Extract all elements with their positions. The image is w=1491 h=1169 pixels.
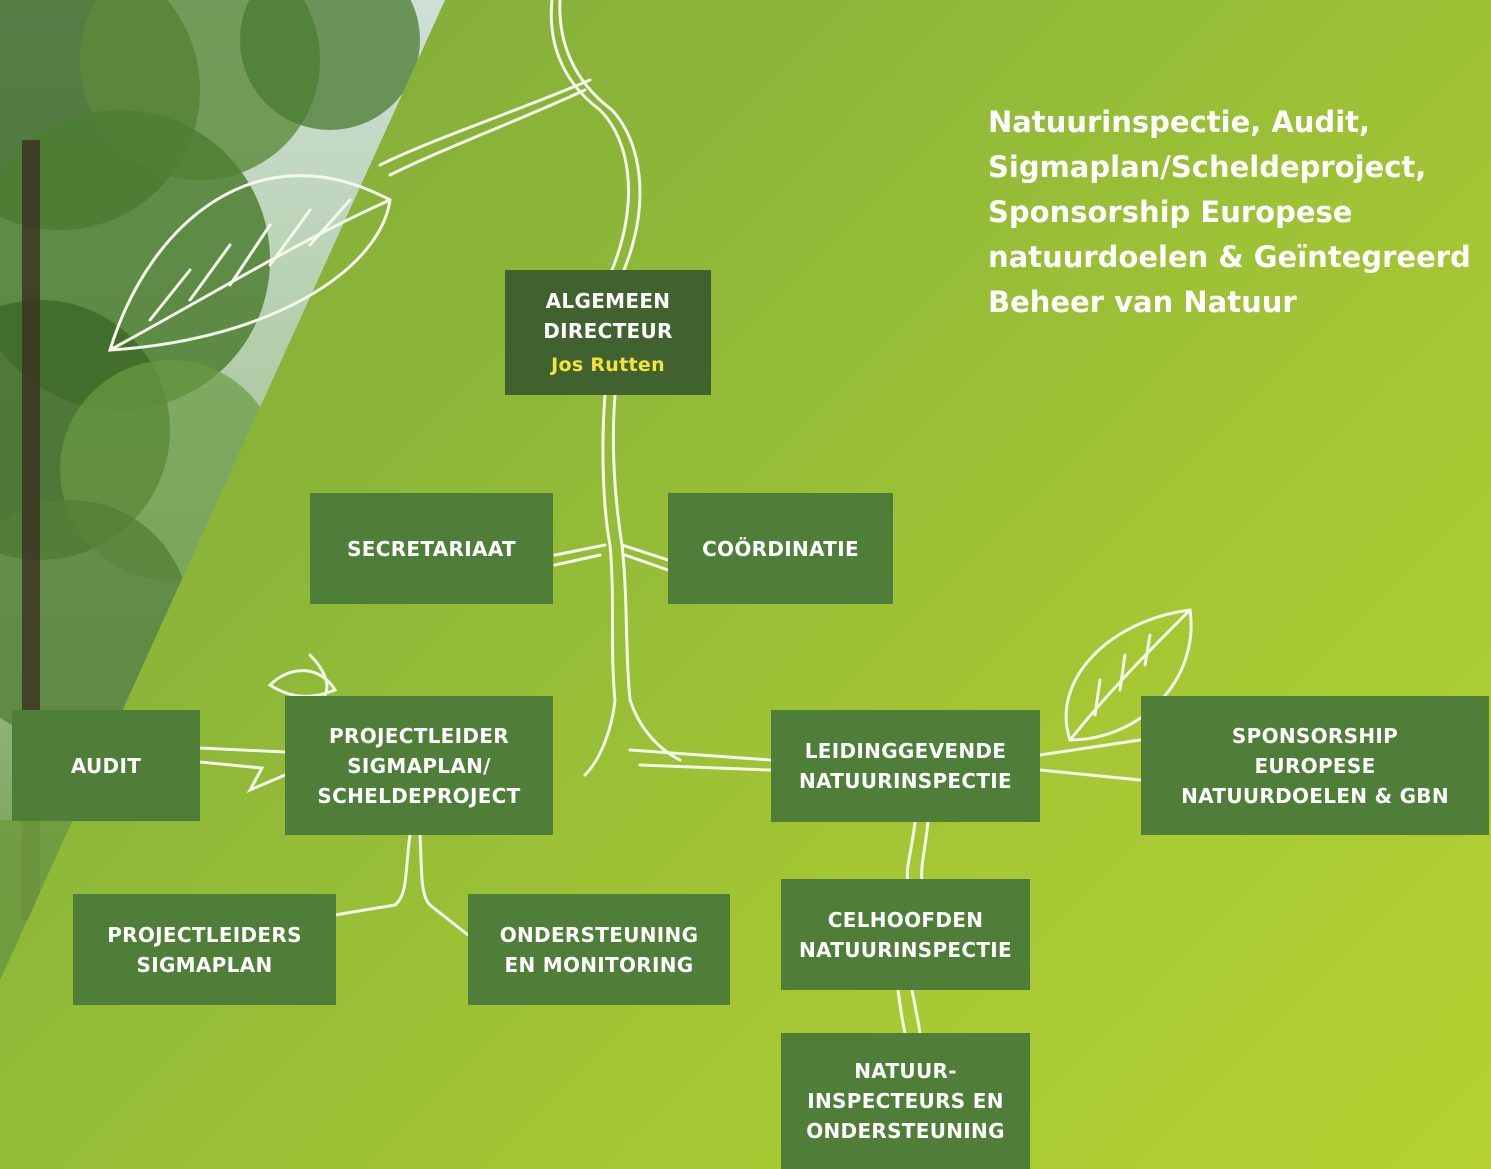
- heading-line: natuurdoelen & Geïntegreerd: [988, 240, 1471, 274]
- node-label-line: COÖRDINATIE: [702, 536, 859, 561]
- node-natuurinspecteurs: NATUUR- INSPECTEURS EN ONDERSTEUNING: [781, 1033, 1030, 1169]
- node-label-line: ONDERSTEUNING: [499, 922, 699, 947]
- node-projectleider-sigmaplan: PROJECTLEIDER SIGMAPLAN/ SCHELDEPROJECT: [285, 696, 553, 835]
- director-name: Jos Rutten: [551, 353, 665, 376]
- node-title-line: DIRECTEUR: [543, 318, 673, 343]
- node-label-line: LEIDINGGEVENDE: [804, 739, 1007, 763]
- node-ondersteuning-monitoring: ONDERSTEUNING EN MONITORING: [468, 894, 730, 1005]
- node-label-line: NATUURINSPECTIE: [798, 937, 1012, 962]
- node-label-line: ONDERSTEUNING: [806, 1119, 1005, 1143]
- node-secretariaat: SECRETARIAAT: [310, 493, 553, 604]
- node-sponsorship: SPONSORSHIP EUROPESE NATUURDOELEN & GBN: [1141, 696, 1489, 835]
- node-audit: AUDIT: [12, 710, 200, 821]
- heading-line: Sponsorship Europese: [988, 195, 1353, 229]
- node-label-line: PROJECTLEIDER: [329, 723, 509, 748]
- node-label-line: EN MONITORING: [504, 952, 694, 977]
- heading-line: Beheer van Natuur: [988, 285, 1297, 319]
- node-algemeen-directeur: ALGEMEEN DIRECTEUR Jos Rutten: [505, 270, 711, 395]
- node-label-line: SCHELDEPROJECT: [317, 783, 521, 808]
- node-label-line: SPONSORSHIP: [1231, 723, 1399, 748]
- node-label-line: NATUUR-: [854, 1059, 957, 1083]
- node-label-line: SIGMAPLAN/: [347, 753, 491, 778]
- heading-line: Sigmaplan/Scheldeproject,: [988, 150, 1427, 184]
- node-label-line: NATUURINSPECTIE: [798, 769, 1012, 793]
- node-label-line: INSPECTEURS EN: [807, 1089, 1004, 1113]
- heading-line: Natuurinspectie, Audit,: [988, 105, 1371, 139]
- node-title-line: ALGEMEEN: [545, 288, 671, 313]
- node-label-line: SECRETARIAAT: [347, 536, 516, 561]
- node-label-line: EUROPESE: [1254, 753, 1376, 778]
- node-leidinggevende-natuurinspectie: LEIDINGGEVENDE NATUURINSPECTIE: [771, 710, 1040, 822]
- node-celhoofden-natuurinspectie: CELHOOFDEN NATUURINSPECTIE: [781, 879, 1030, 990]
- node-label-line: CELHOOFDEN: [827, 907, 984, 932]
- node-projectleiders-sigmaplan: PROJECTLEIDERS SIGMAPLAN: [73, 894, 336, 1005]
- node-label-line: SIGMAPLAN: [136, 952, 273, 977]
- node-label-line: NATUURDOELEN & GBN: [1181, 783, 1449, 808]
- node-label-line: AUDIT: [70, 753, 142, 778]
- org-scope-heading: Natuurinspectie, Audit, Sigmaplan/Scheld…: [988, 100, 1478, 325]
- node-coordinatie: COÖRDINATIE: [668, 493, 893, 604]
- node-label-line: PROJECTLEIDERS: [107, 922, 302, 947]
